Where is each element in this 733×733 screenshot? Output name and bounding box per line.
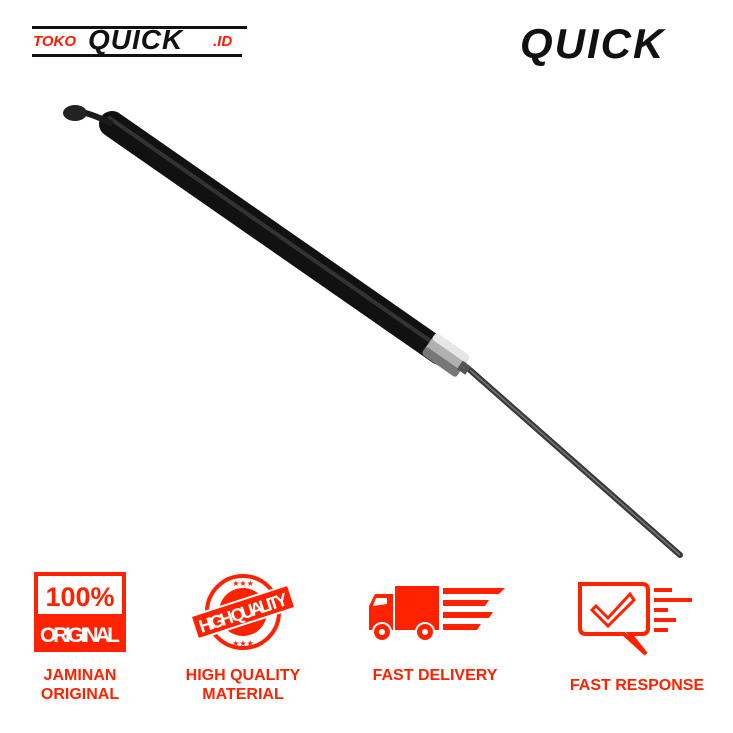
store-logo: TOKO QUICK .ID — [30, 24, 250, 60]
svg-text:100%: 100% — [45, 582, 114, 612]
original-stamp-icon: 100% ORIGINAL — [34, 572, 126, 652]
svg-text:★★★: ★★★ — [232, 639, 254, 648]
badge-fast-response: FAST RESPONSE — [562, 572, 712, 695]
badge-fast-delivery: FAST DELIVERY — [360, 572, 510, 685]
speedometer-cable-photo — [63, 105, 683, 558]
delivery-truck-icon — [369, 586, 505, 642]
svg-text:★★★: ★★★ — [232, 579, 254, 588]
chat-check-icon — [578, 582, 692, 656]
svg-text:ORIGINAL: ORIGINAL — [40, 624, 120, 647]
brand-logo: QUICK — [520, 20, 666, 67]
high-quality-seal-icon: HIGH QUALITY ★★★ ★★★ — [189, 574, 297, 650]
